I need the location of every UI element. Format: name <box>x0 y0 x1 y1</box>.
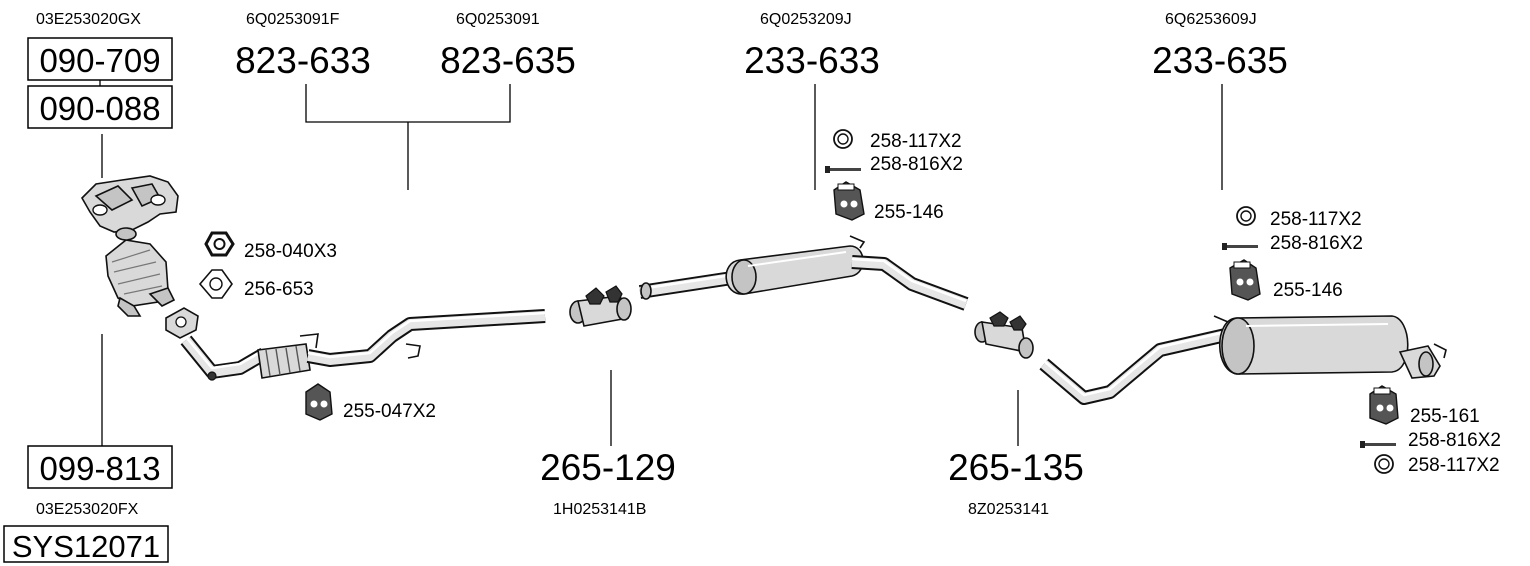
acc-rear-hanger[interactable]: 255-146 <box>1273 280 1343 301</box>
gasket-icon <box>198 269 233 299</box>
part-box-manifold-2 <box>27 85 173 129</box>
bolt-icon <box>1360 441 1396 448</box>
acc-tail-bolt[interactable]: 258-816X2 <box>1408 430 1501 451</box>
ring-icon <box>1236 206 1256 226</box>
middle-silencer-drawing[interactable] <box>638 235 969 311</box>
hex-nut-icon <box>204 231 235 257</box>
oem-clamp-2: 8Z0253141 <box>968 501 1049 518</box>
ring-icon <box>1374 454 1394 474</box>
part-clamp-1[interactable]: 265-129 <box>540 447 676 488</box>
acc-tail-hanger[interactable]: 255-161 <box>1410 406 1480 427</box>
part-middle[interactable]: 233-633 <box>744 40 880 81</box>
oem-front-b: 6Q0253091 <box>456 11 540 28</box>
rubber-hanger-icon <box>1369 385 1399 425</box>
part-manifold-2[interactable]: 090-088 <box>39 90 160 127</box>
part-rear[interactable]: 233-635 <box>1152 40 1288 81</box>
oem-middle: 6Q0253209J <box>760 11 852 28</box>
rear-silencer-drawing[interactable] <box>1039 315 1447 405</box>
rubber-hanger-icon <box>833 181 865 221</box>
bolt-icon <box>1222 243 1258 250</box>
rubber-hanger-icon <box>1229 259 1261 301</box>
acc-front-hanger[interactable]: 255-047X2 <box>343 401 436 422</box>
leader-line-front <box>305 84 511 190</box>
acc-mid-bolt[interactable]: 258-816X2 <box>870 154 963 175</box>
acc-rear-bolt[interactable]: 258-816X2 <box>1270 233 1363 254</box>
part-front-a[interactable]: 823-633 <box>235 40 371 81</box>
pipe-clamp-icon[interactable] <box>974 311 1034 359</box>
oem-manifold-top: 03E253020GX <box>36 11 141 28</box>
acc-rear-ring[interactable]: 258-117X2 <box>1270 209 1362 230</box>
part-box-catalyst <box>27 445 173 489</box>
pipe-clamp-icon[interactable] <box>569 285 632 327</box>
system-code: SYS12071 <box>12 529 160 564</box>
oem-front-a: 6Q0253091F <box>246 11 340 28</box>
oem-clamp-1: 1H0253141B <box>553 501 646 518</box>
acc-mid-hanger[interactable]: 255-146 <box>874 202 944 223</box>
part-manifold-1[interactable]: 090-709 <box>39 42 160 79</box>
part-clamp-2[interactable]: 265-135 <box>948 447 1084 488</box>
acc-nut[interactable]: 258-040X3 <box>244 241 337 262</box>
acc-mid-ring[interactable]: 258-117X2 <box>870 131 962 152</box>
oem-rear: 6Q6253609J <box>1165 11 1257 28</box>
oem-manifold-bottom: 03E253020FX <box>36 501 139 518</box>
rubber-hanger-icon <box>305 383 333 421</box>
acc-tail-ring[interactable]: 258-117X2 <box>1408 455 1500 476</box>
manifold-catalyst-drawing[interactable] <box>81 175 179 317</box>
ring-icon <box>833 129 853 149</box>
bolt-icon <box>825 166 861 173</box>
system-code-box <box>3 525 169 563</box>
part-box-manifold-1 <box>27 37 173 81</box>
part-front-b[interactable]: 823-635 <box>440 40 576 81</box>
front-pipe-drawing[interactable] <box>165 307 546 381</box>
acc-gasket[interactable]: 256-653 <box>244 279 314 300</box>
part-catalyst[interactable]: 099-813 <box>39 450 160 487</box>
